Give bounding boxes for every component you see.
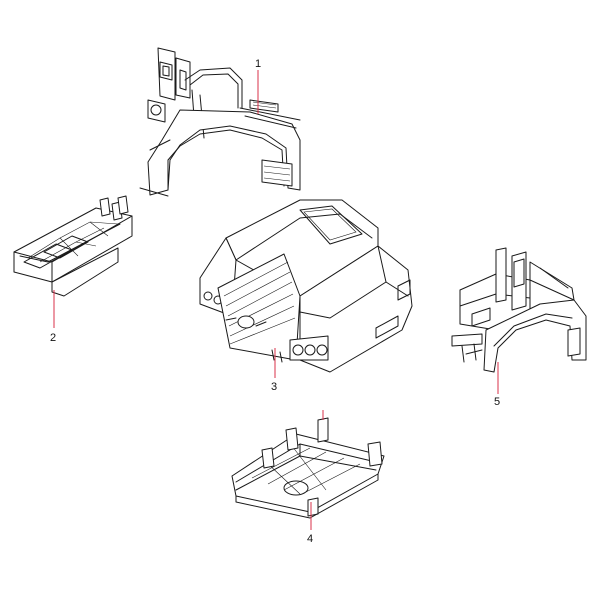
part-5-right-fender[interactable] <box>451 247 587 373</box>
part-3-engine-hood[interactable] <box>199 199 413 373</box>
callout-5-label[interactable]: 5 <box>494 396 500 408</box>
part-2-battery-tray[interactable] <box>13 195 133 297</box>
callout-1-label[interactable]: 1 <box>255 58 261 70</box>
part-1-fender-bracket[interactable] <box>139 47 301 197</box>
callout-4-label[interactable]: 4 <box>307 533 313 545</box>
part-4-skid-plate[interactable] <box>231 417 385 519</box>
callout-3-label[interactable]: 3 <box>271 381 277 393</box>
callout-2-label[interactable]: 2 <box>50 332 56 344</box>
